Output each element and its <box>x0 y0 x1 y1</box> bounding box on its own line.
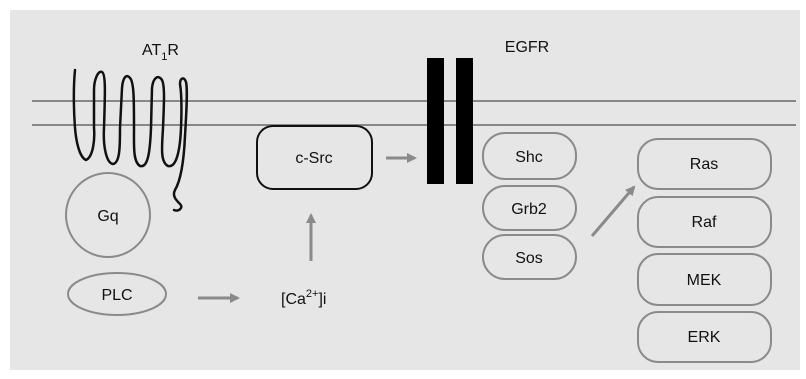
grb2-label: Grb2 <box>511 201 547 218</box>
ras-node <box>637 138 772 190</box>
arrow-sos-to-ras <box>590 185 636 237</box>
mek-node <box>637 253 772 306</box>
erk-node <box>637 311 772 363</box>
calcium-label-close: ]i <box>318 291 326 308</box>
shc-node <box>482 132 577 180</box>
ras-label: Ras <box>690 156 718 173</box>
mek-label: MEK <box>687 272 722 289</box>
plc-label: PLC <box>101 287 132 304</box>
egfr-label: EGFR <box>505 39 549 56</box>
csrc-label: c-Src <box>295 150 332 167</box>
calcium-label-superscript: 2+ <box>306 288 319 300</box>
sos-node <box>482 234 577 280</box>
plc-node <box>67 272 167 316</box>
sos-label: Sos <box>515 250 543 267</box>
at1r-label-subscript: 1 <box>161 51 167 63</box>
egfr-receptor-bar-right <box>456 58 473 184</box>
grb2-node <box>482 185 577 231</box>
erk-label: ERK <box>688 329 721 346</box>
calcium-label: [Ca2+]i <box>281 288 326 308</box>
at1r-label: AT1R <box>142 42 179 63</box>
gq-label: Gq <box>97 208 118 225</box>
egfr-receptor-bar-left <box>427 58 444 184</box>
at1r-label-main: AT <box>142 42 161 59</box>
gq-node <box>65 172 151 258</box>
csrc-node <box>256 125 373 190</box>
at1r-label-end: R <box>167 42 179 59</box>
calcium-label-open: [Ca <box>281 291 306 308</box>
shc-label: Shc <box>515 149 543 166</box>
at1r-receptor-icon <box>72 68 189 212</box>
raf-label: Raf <box>692 214 717 231</box>
raf-node <box>637 196 772 248</box>
